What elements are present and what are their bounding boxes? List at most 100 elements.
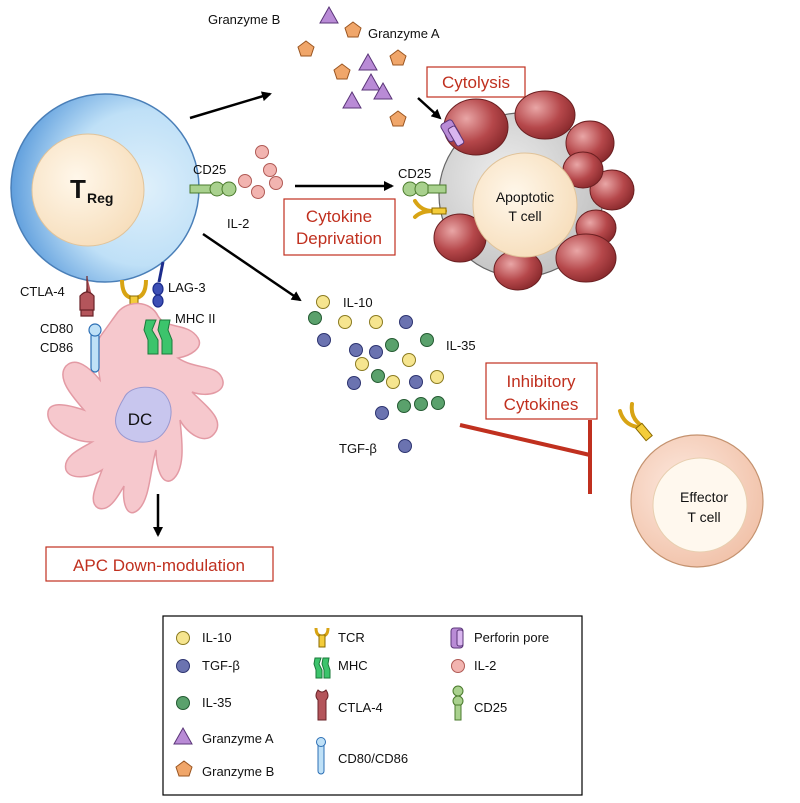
legend-perforin-pore-label: Perforin pore xyxy=(474,630,549,645)
cytokine-deprivation-line2: Deprivation xyxy=(296,229,382,248)
legend-cd80-cd86-label: CD80/CD86 xyxy=(338,751,408,766)
ctla4-receptor xyxy=(79,276,95,317)
il10-molecule xyxy=(316,295,330,309)
effector-nucleus xyxy=(652,457,748,553)
membrane-bleb xyxy=(514,90,576,140)
granzyme-b-molecule xyxy=(389,110,407,127)
granzyme-a-molecule xyxy=(373,81,393,100)
tgfb-label: TGF-β xyxy=(339,441,377,456)
perforin-pore xyxy=(440,119,465,147)
mhc2-molecule xyxy=(143,319,173,355)
legend-frame xyxy=(162,615,583,796)
tgfb-molecule xyxy=(317,333,331,347)
granzyme-a-molecules xyxy=(319,5,393,109)
effector-label-line1: Effector xyxy=(680,489,728,505)
granzyme-a-molecule xyxy=(319,5,339,24)
il35-molecule xyxy=(308,311,322,325)
treg-cd25-receptor xyxy=(189,181,237,197)
granzyme-a-molecule xyxy=(361,72,381,91)
il35-label: IL-35 xyxy=(446,338,476,353)
effector-label-line2: T cell xyxy=(687,509,720,525)
legend-il10-label: IL-10 xyxy=(202,630,232,645)
legend-tcr-label: TCR xyxy=(338,630,365,645)
granzyme-b-molecule xyxy=(297,40,315,57)
legend-tgfb-icon xyxy=(176,659,190,673)
mhc2-label: MHC II xyxy=(175,311,215,326)
inhibitory-cytokines-box: Inhibitory Cytokines xyxy=(485,362,598,420)
legend-cd80-cd86-icon xyxy=(316,737,326,775)
il2-molecule xyxy=(269,176,283,190)
arrow-to-granzymes xyxy=(189,91,272,120)
cytolysis-label: Cytolysis xyxy=(442,73,510,92)
il35-molecule xyxy=(371,369,385,383)
effector-tcr xyxy=(618,402,653,442)
legend-perforin-pore-icon xyxy=(450,627,464,649)
il35-molecule xyxy=(420,333,434,347)
apoptotic-nucleus xyxy=(472,152,578,258)
cytokine-deprivation-box: Cytokine Deprivation xyxy=(283,198,396,256)
il2-molecule xyxy=(263,163,277,177)
il10-molecule xyxy=(430,370,444,384)
il2-molecules xyxy=(238,145,283,199)
cd86-label: CD86 xyxy=(40,340,73,355)
il2-molecule xyxy=(255,145,269,159)
tgfb-molecule xyxy=(398,439,412,453)
tgfb-molecule xyxy=(375,406,389,420)
dendritic-cell: DC xyxy=(47,302,224,514)
il10-molecule xyxy=(355,357,369,371)
inhibition-symbol xyxy=(459,420,592,494)
effector-t-cell: Effector T cell xyxy=(630,434,764,568)
legend-mhc-label: MHC xyxy=(338,658,368,673)
inhibitory-cytokines-line1: Inhibitory xyxy=(507,372,576,391)
granzyme-a-molecule xyxy=(342,90,362,109)
tgfb-molecule xyxy=(369,345,383,359)
legend-tgfb-label: TGF-β xyxy=(202,658,240,673)
tgfb-molecule xyxy=(349,343,363,357)
dc-nucleus xyxy=(115,386,172,443)
legend-cd25-label: CD25 xyxy=(474,700,507,715)
legend-granzyme-a-label: Granzyme A xyxy=(202,731,274,746)
tgfb-molecules xyxy=(317,315,423,453)
il35-molecule xyxy=(385,338,399,352)
membrane-bleb xyxy=(555,233,617,283)
inhibitory-cytokines-line2: Cytokines xyxy=(504,395,579,414)
il35-molecules xyxy=(308,311,445,413)
legend-granzyme-b-icon xyxy=(175,760,193,777)
arrow-to-cytokines xyxy=(202,232,302,302)
apoptotic-label-line2: T cell xyxy=(508,208,541,224)
granzyme-b-label: Granzyme B xyxy=(208,12,280,27)
legend-granzyme-a-icon xyxy=(173,726,193,745)
il10-label: IL-10 xyxy=(343,295,373,310)
legend-il35-icon xyxy=(176,696,190,710)
tgfb-molecule xyxy=(409,375,423,389)
granzyme-b-molecule xyxy=(389,49,407,66)
cd25-ball xyxy=(221,181,237,197)
treg-cell: T Reg xyxy=(10,93,200,283)
il10-molecule xyxy=(386,375,400,389)
dc-label: DC xyxy=(128,410,153,429)
tgfb-molecule xyxy=(347,376,361,390)
apoptotic-cd25-receptor xyxy=(402,181,447,197)
apc-downmodulation-box: APC Down-modulation xyxy=(45,546,274,582)
legend-cd25-icon xyxy=(452,685,464,721)
granzyme-b-molecule xyxy=(344,21,362,38)
cd25-label-apoptotic: CD25 xyxy=(398,166,431,181)
granzyme-a-molecule xyxy=(358,52,378,71)
legend-il10-icon xyxy=(176,631,190,645)
il10-molecule xyxy=(369,315,383,329)
legend-granzyme-b-label: Granzyme B xyxy=(202,764,274,779)
legend-il2-icon xyxy=(451,659,465,673)
legend-il2-label: IL-2 xyxy=(474,658,496,673)
il35-molecule xyxy=(414,397,428,411)
il2-molecule xyxy=(251,185,265,199)
cytokine-deprivation-line1: Cytokine xyxy=(306,207,372,226)
cd25-label-treg: CD25 xyxy=(193,162,226,177)
apoptotic-tcr xyxy=(413,199,447,219)
apoptotic-t-cell: Apoptotic T cell xyxy=(433,90,635,291)
legend-ctla4-label: CTLA-4 xyxy=(338,700,383,715)
il10-molecule xyxy=(402,353,416,367)
il35-molecule xyxy=(431,396,445,410)
granzyme-b-molecules xyxy=(297,21,407,127)
il2-molecule xyxy=(238,174,252,188)
